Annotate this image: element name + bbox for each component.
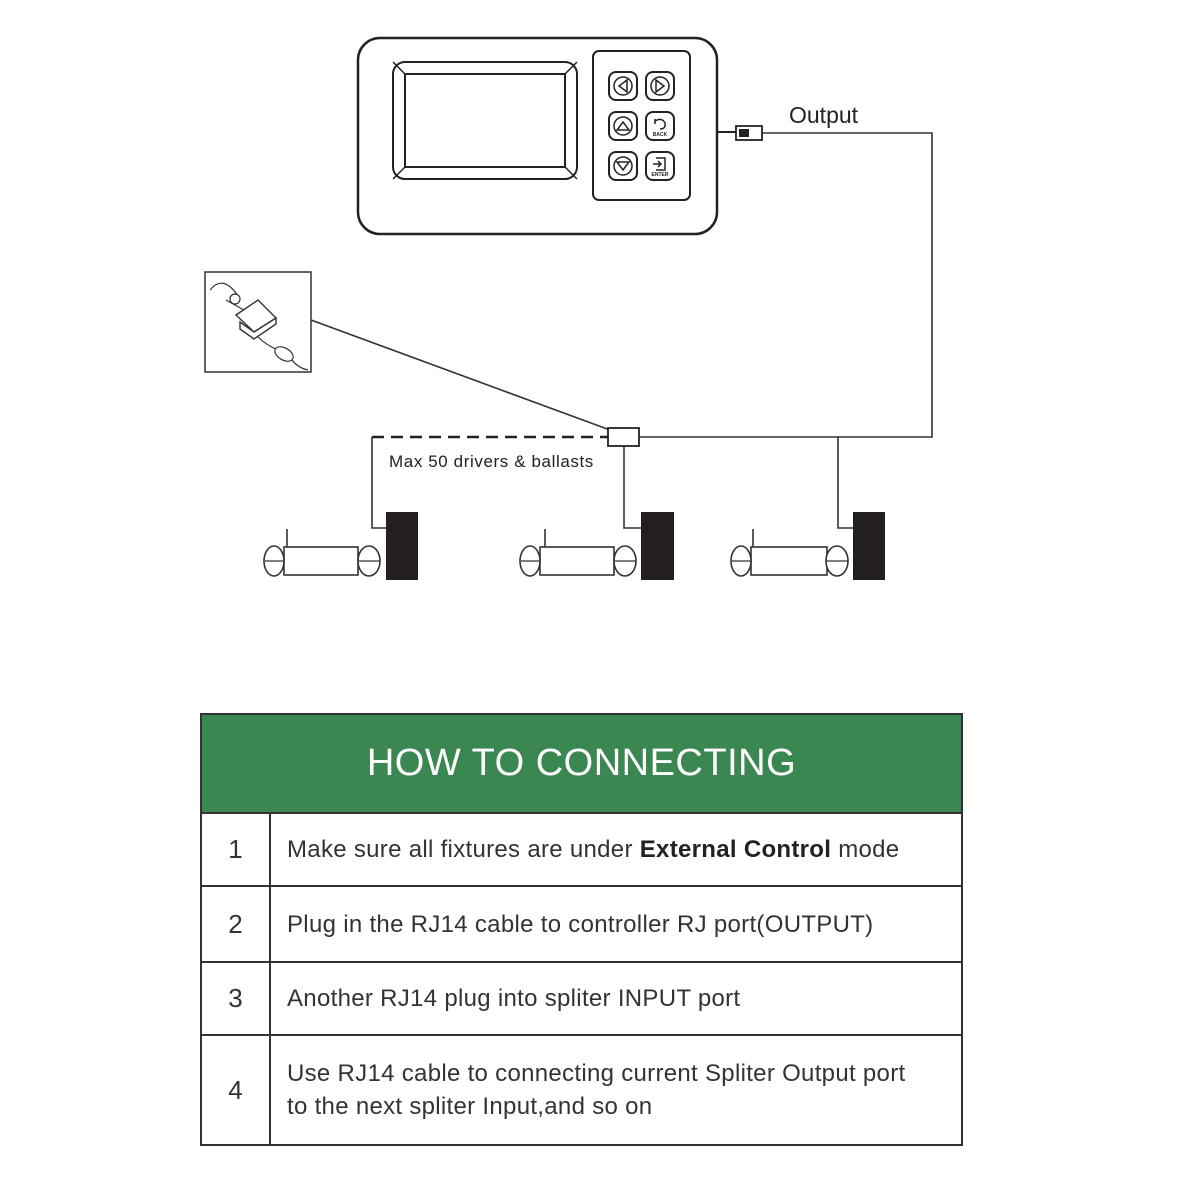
step-text-bold: External Control bbox=[639, 836, 832, 863]
cables bbox=[310, 132, 933, 529]
ballast-2 bbox=[641, 512, 674, 580]
step-text: Another RJ14 plug into spliter INPUT por… bbox=[287, 985, 741, 1012]
max-drivers-label: Max 50 drivers & ballasts bbox=[389, 452, 594, 471]
table-row: 2 Plug in the RJ14 cable to controller R… bbox=[202, 887, 961, 963]
step-number: 3 bbox=[202, 963, 271, 1034]
controller-screen bbox=[392, 61, 578, 180]
output-label: Output bbox=[789, 102, 859, 128]
table-row: 3 Another RJ14 plug into spliter INPUT p… bbox=[202, 963, 961, 1036]
table-title: HOW TO CONNECTING bbox=[366, 742, 797, 784]
controller-device: BACK ENTER bbox=[356, 36, 719, 236]
step-number: 2 bbox=[202, 887, 271, 961]
step-text-line: to the next spliter Input,and so on bbox=[287, 1093, 653, 1120]
left-arrow-icon bbox=[617, 78, 628, 94]
step-text: Plug in the RJ14 cable to controller RJ … bbox=[287, 910, 874, 938]
fixture-1 bbox=[263, 512, 418, 580]
fixture-3 bbox=[730, 512, 885, 580]
back-button[interactable]: BACK bbox=[645, 111, 675, 141]
left-arrow-button[interactable] bbox=[608, 71, 638, 101]
fixture-2 bbox=[519, 512, 674, 580]
connection-diagram: BACK ENTER Output bbox=[204, 36, 933, 580]
step-text: Use RJ14 cable to connecting current Spl… bbox=[271, 1036, 961, 1144]
back-button-label: BACK bbox=[653, 132, 668, 138]
down-arrow-button[interactable] bbox=[608, 151, 638, 181]
up-arrow-icon bbox=[615, 120, 631, 131]
enter-button-label: ENTER bbox=[652, 172, 669, 178]
table-row: 4 Use RJ14 cable to connecting current S… bbox=[202, 1036, 961, 1144]
splitter bbox=[607, 427, 640, 447]
down-arrow-icon bbox=[615, 161, 631, 172]
table-row: 1 Make sure all fixtures are under Exter… bbox=[202, 814, 961, 887]
output-port bbox=[717, 125, 763, 141]
enter-button[interactable]: ENTER bbox=[645, 151, 675, 181]
step-number: 4 bbox=[202, 1036, 271, 1144]
back-icon bbox=[654, 118, 666, 130]
connection-steps-table: HOW TO CONNECTING 1 Make sure all fixtur… bbox=[200, 713, 963, 1146]
step-number: 1 bbox=[202, 814, 271, 885]
ballast-3 bbox=[853, 512, 885, 580]
step-text-part: mode bbox=[831, 836, 900, 863]
right-arrow-icon bbox=[655, 78, 666, 94]
right-arrow-button[interactable] bbox=[645, 71, 675, 101]
up-arrow-button[interactable] bbox=[608, 111, 638, 141]
step-text-line: Use RJ14 cable to connecting current Spl… bbox=[287, 1060, 906, 1087]
keypad-panel bbox=[592, 50, 691, 201]
table-header: HOW TO CONNECTING bbox=[202, 715, 961, 814]
enter-icon bbox=[653, 157, 666, 171]
step-text: Make sure all fixtures are under Externa… bbox=[271, 814, 961, 885]
step-text-part: Make sure all fixtures are under bbox=[287, 836, 640, 863]
ballast-1 bbox=[386, 512, 418, 580]
splitter-detail-inset bbox=[204, 271, 312, 373]
